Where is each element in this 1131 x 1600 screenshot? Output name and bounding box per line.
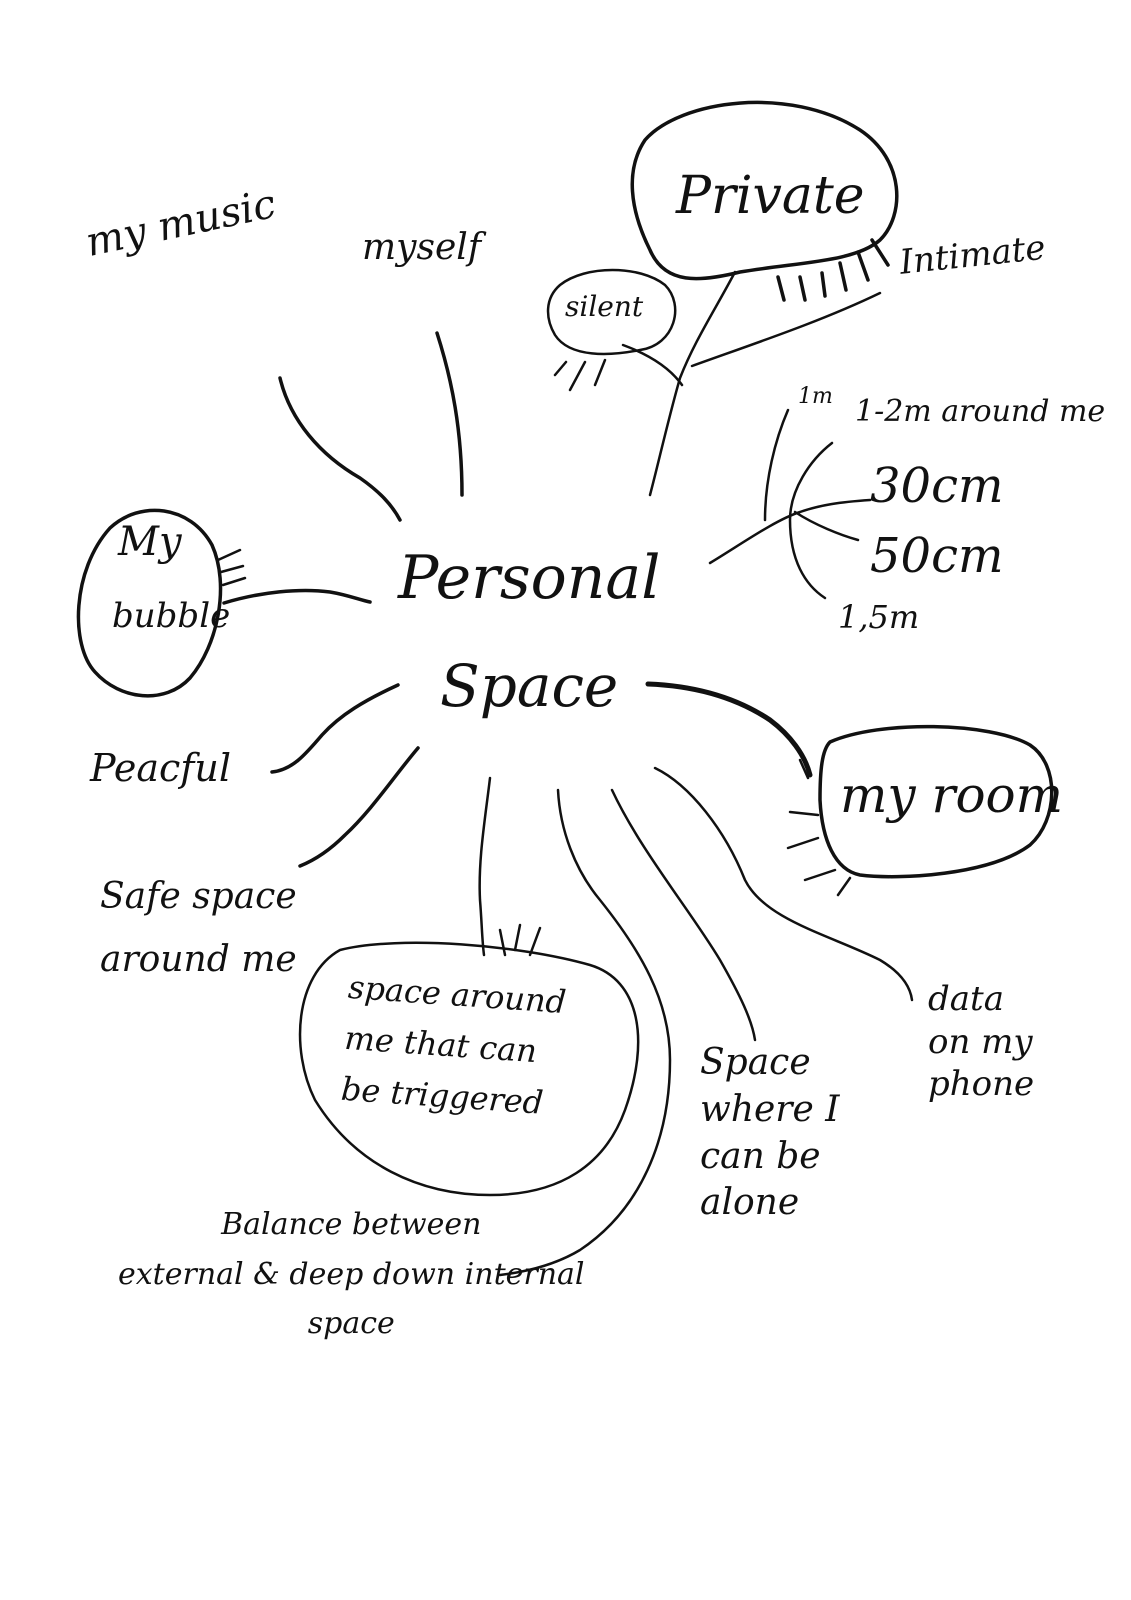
label-safe-space: Safe space around me <box>100 876 297 980</box>
label-myself: myself <box>362 227 482 268</box>
center-title-line2: Space <box>440 652 619 720</box>
label-my-bubble-line2: bubble <box>112 596 231 636</box>
label-50cm: 50cm <box>870 528 1004 584</box>
label-space-triggered: space around me that can be triggered <box>339 967 568 1123</box>
my-music-branch <box>278 376 402 522</box>
label-peaceful: Peacful <box>90 746 231 790</box>
private-bubble-ticks <box>776 238 890 302</box>
triggered-bubble-ticks <box>498 923 542 957</box>
balance-branch <box>498 788 672 1277</box>
silent-bubble-ticks <box>553 358 607 392</box>
label-my-bubble-line1: My <box>118 519 182 565</box>
label-data-phone: data on my phone <box>928 979 1035 1104</box>
private-stem <box>648 270 737 497</box>
label-private: Private <box>676 166 865 226</box>
distance-arc-1m <box>763 408 790 522</box>
my-bubble-branch <box>222 588 372 605</box>
label-balance: Balance between external & deep down int… <box>118 1207 585 1341</box>
my-bubble-circle <box>76 508 223 698</box>
label-30cm: 30cm <box>870 458 1004 514</box>
triggered-bubble <box>298 941 640 1197</box>
data-branch <box>653 766 914 1002</box>
private-bubble <box>630 100 899 281</box>
distance-branch <box>708 498 872 565</box>
myself-branch <box>435 331 464 497</box>
label-my-room: my room <box>840 766 1064 824</box>
safe-space-branch <box>298 746 420 868</box>
my-bubble-ticks <box>216 548 247 587</box>
intimate-connector <box>690 291 882 368</box>
triggered-branch <box>478 776 492 957</box>
my-room-branch <box>645 681 813 778</box>
distance-arc-1-2m <box>788 441 834 600</box>
center-title-line1: Personal <box>398 543 661 613</box>
silent-connector <box>621 343 684 387</box>
label-silent: silent <box>565 290 644 323</box>
label-1-5m: 1,5m <box>838 598 920 636</box>
alone-branch <box>610 788 757 1042</box>
label-1m: 1m <box>798 384 833 409</box>
my-room-ticks <box>786 758 852 897</box>
label-space-alone: Space where I can be alone <box>700 1042 840 1224</box>
distance-arc-50cm <box>793 510 860 542</box>
silent-bubble <box>546 268 677 356</box>
peaceful-branch <box>270 683 400 774</box>
my-room-bubble <box>818 724 1054 879</box>
label-1-2m: 1-2m around me <box>855 394 1106 429</box>
